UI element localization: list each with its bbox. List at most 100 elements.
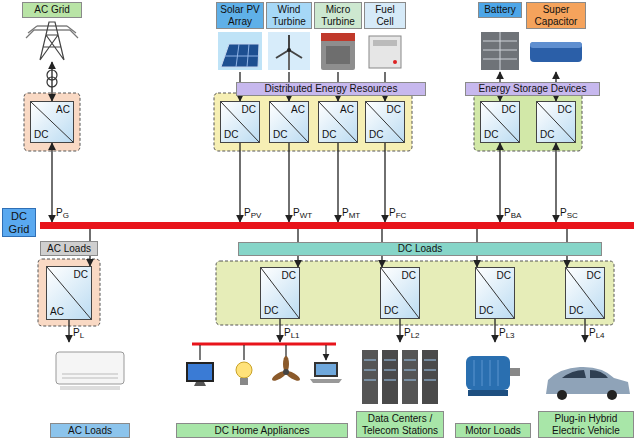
converter-port-label: DC [264, 305, 278, 317]
power-flow-connector [555, 143, 556, 222]
converter-diagonal [381, 268, 419, 318]
converter-diagonal [537, 102, 575, 142]
source-panel: Solar PV Array [216, 2, 264, 72]
converter-port-label: AC [291, 104, 305, 116]
converter-diagonal [366, 102, 404, 142]
power-label-holder: PG [56, 207, 69, 220]
converter-group-frame [474, 93, 582, 151]
power-converter: ACDC [269, 101, 309, 143]
power-converter: DCDC [475, 267, 515, 319]
supercapacitor-picture [530, 42, 582, 62]
converter-port-label: DC [282, 270, 296, 282]
television-picture [186, 362, 214, 386]
power-converter: DCAC [46, 266, 92, 320]
fuel-cell-picture [393, 60, 397, 64]
wind-turbine-picture [268, 32, 310, 70]
power-flow-connector [494, 319, 495, 342]
wind-turbine-picture [276, 35, 302, 58]
source-panel: Wind Turbine [266, 2, 312, 72]
micro-turbine-picture [321, 33, 355, 41]
solar-panel-picture [218, 32, 262, 70]
load-panel: Data Centers / Telecom Stations [356, 342, 444, 438]
source-label: Super Capacitor [526, 2, 586, 29]
micro-turbine-picture [321, 33, 355, 70]
laptop-picture [316, 364, 336, 375]
load-label: AC Loads [50, 423, 130, 439]
source-label: AC Grid [22, 2, 82, 18]
power-flow-connector [288, 143, 289, 222]
power-label: PBA [504, 207, 521, 220]
group-band: AC Loads [40, 241, 98, 256]
power-flow-connector [399, 319, 400, 342]
load-panel: DC Home Appliances [176, 342, 348, 438]
converter-port-label: DC [558, 104, 572, 116]
battery-picture [481, 32, 519, 70]
power-flow-connector [584, 319, 585, 342]
fuel-cell-picture [369, 36, 401, 68]
motor-picture [468, 390, 508, 396]
source-panel: Super Capacitor [526, 2, 586, 72]
power-label: PL2 [404, 327, 420, 340]
television-picture [194, 382, 206, 386]
power-label-holder: PPV [244, 207, 261, 220]
server-rack-picture [382, 350, 398, 404]
source-label: Wind Turbine [266, 2, 312, 29]
electric-car-picture [562, 370, 608, 378]
converter-port-label: AC [340, 104, 354, 116]
power-label: PL [73, 327, 84, 340]
ceiling-fan-picture [271, 356, 302, 383]
converter-diagonal [319, 102, 357, 142]
band-label: AC Loads [44, 243, 94, 255]
converter-port-label: DC [484, 129, 498, 141]
light-bulb-picture [236, 362, 252, 378]
power-converter: DCDC [536, 101, 576, 143]
laptop-picture [310, 362, 342, 383]
band-label: Energy Storage Devices [476, 83, 590, 95]
power-label-holder: PL1 [284, 327, 300, 340]
converter-port-label: DC [479, 305, 493, 317]
converter-port-label: DC [587, 270, 601, 282]
converter-diagonal [47, 267, 91, 319]
laptop-picture [310, 379, 342, 383]
source-label: Solar PV Array [216, 2, 264, 29]
converter-diagonal [31, 102, 73, 142]
power-flow-connector [51, 143, 52, 222]
electric-car-picture [607, 390, 617, 400]
power-label-holder: PFC [389, 207, 406, 220]
converter-port-label: DC [502, 104, 516, 116]
dc-bus: DC Grid [40, 222, 634, 229]
converter-group-frame [214, 93, 412, 151]
power-label-holder: PL4 [589, 327, 605, 340]
converter-diagonal [270, 102, 308, 142]
micro-turbine-picture [321, 33, 355, 70]
converter-port-label: DC [569, 305, 583, 317]
motor-picture [466, 356, 510, 390]
converter-port-label: DC [224, 129, 238, 141]
wind-turbine-picture [287, 48, 291, 52]
power-label-holder: PL2 [404, 327, 420, 340]
converter-port-label: DC [369, 129, 383, 141]
air-conditioner-picture [56, 352, 124, 390]
power-label: PL4 [589, 327, 605, 340]
power-label-holder: PBA [504, 207, 521, 220]
ceiling-fan-picture [283, 369, 289, 375]
load-panel: Plug-in Hybrid Electric Vehicle [538, 342, 634, 438]
fuel-cell-picture [369, 36, 401, 68]
load-panel: AC Loads [50, 342, 130, 438]
converter-port-label: DC [387, 104, 401, 116]
converter-port-label: DC [322, 129, 336, 141]
load-label: Plug-in Hybrid Electric Vehicle [538, 411, 634, 438]
power-label: PL3 [499, 327, 515, 340]
converter-port-label: DC [74, 269, 88, 281]
motor-picture [474, 360, 498, 386]
power-label-holder: PSC [560, 207, 578, 220]
air-conditioner-picture [56, 352, 124, 384]
band-label: Distributed Energy Resources [262, 83, 401, 95]
power-converter: DC DC [365, 101, 405, 143]
converter-port-label: DC [242, 104, 256, 116]
source-panel: AC Grid [22, 2, 82, 62]
converter-port-label: DC [402, 270, 416, 282]
converter-group-frame [216, 261, 614, 325]
